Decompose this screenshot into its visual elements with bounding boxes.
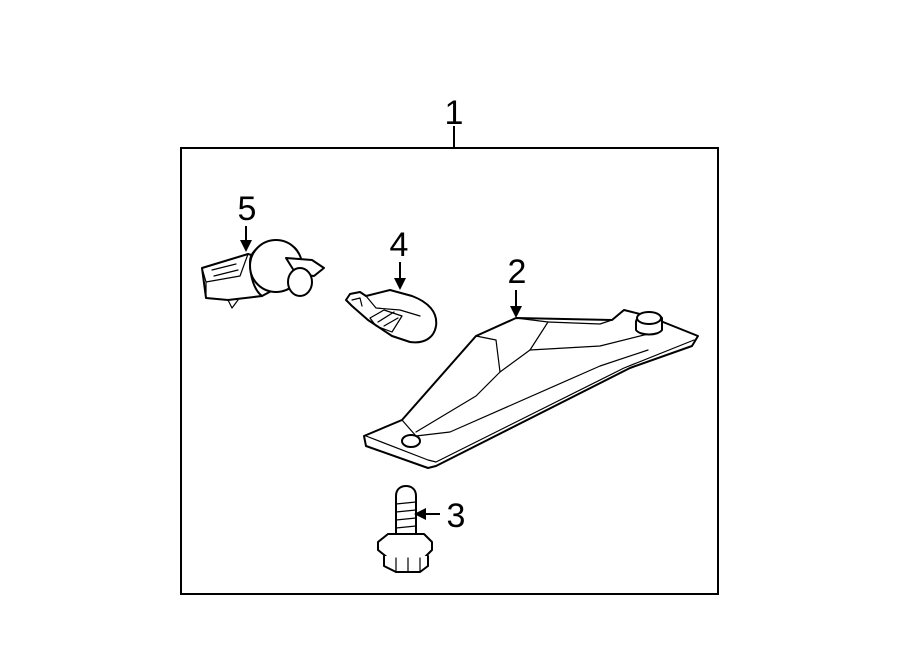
callout-4-label: 4 — [390, 226, 409, 264]
assembly-frame — [180, 147, 719, 595]
screw-part — [377, 485, 433, 573]
callout-3-label: 3 — [447, 497, 466, 535]
callout-5-arrowhead — [240, 240, 252, 252]
callout-5-label: 5 — [238, 190, 257, 228]
callout-4-arrowhead — [394, 278, 406, 290]
socket-part — [345, 289, 438, 344]
callout-1-label: 1 — [445, 94, 464, 132]
callout-2-arrowhead — [510, 306, 522, 318]
callout-2-label: 2 — [508, 253, 527, 291]
housing-part — [363, 309, 699, 469]
bulb-part — [201, 239, 325, 309]
callout-3-arrowhead — [414, 508, 426, 520]
